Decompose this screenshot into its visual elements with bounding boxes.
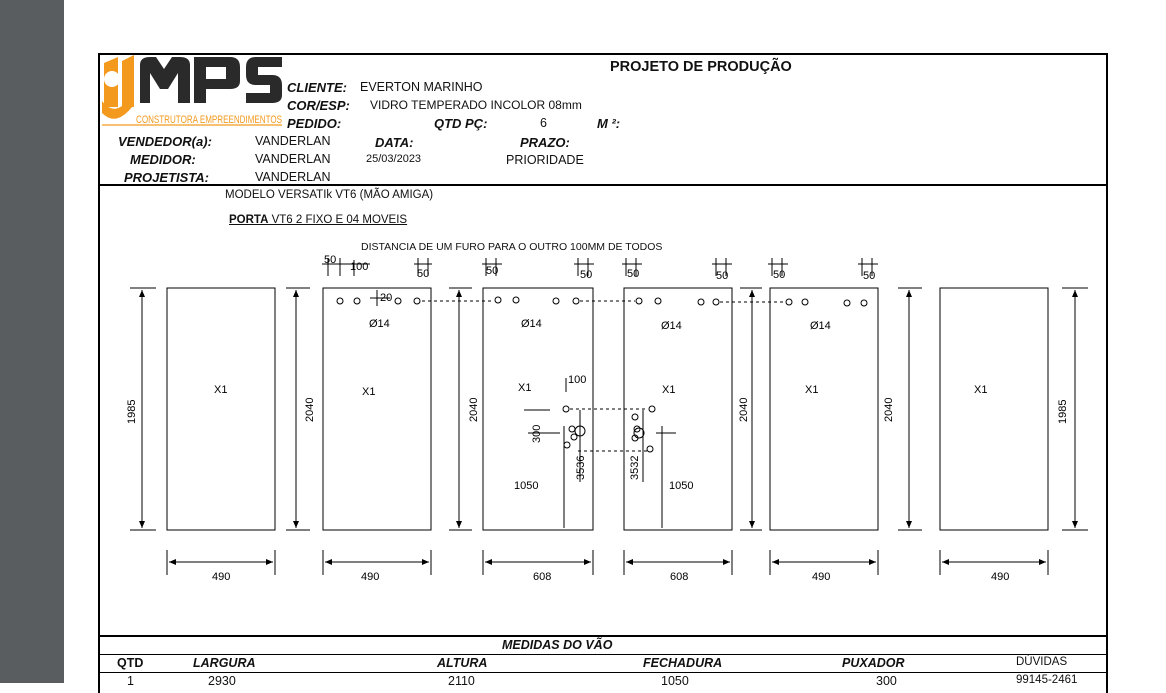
dim-3536: 3536 xyxy=(575,456,587,480)
panel-3 xyxy=(482,287,594,531)
panel-5 xyxy=(769,287,879,531)
dim-1050-b: 1050 xyxy=(669,480,693,492)
header-divider xyxy=(100,184,1106,186)
modelo-text: MODELO VERSATIk VT6 (MÃO AMIGA) xyxy=(225,189,434,201)
row-largura: 2930 xyxy=(208,674,236,688)
porta-rest: VT6 2 FIXO E 04 MOVEIS xyxy=(268,214,408,226)
hole-label-5: Ø14 xyxy=(810,320,831,332)
data-value: 25/03/2023 xyxy=(366,153,422,165)
dim-50-h: 50 xyxy=(863,270,875,282)
pedido-label: PEDIDO: xyxy=(287,116,342,131)
width-label-1: 490 xyxy=(212,571,230,583)
projetista-value: VANDERLAN xyxy=(255,170,331,184)
table-title-divider xyxy=(100,654,1106,655)
width-label-5: 490 xyxy=(812,571,830,583)
dim-50-b: 50 xyxy=(417,268,429,280)
cliente-value: EVERTON MARINHO xyxy=(360,80,483,94)
m2-label: M ²: xyxy=(597,116,621,131)
dim-50-f: 50 xyxy=(716,270,728,282)
dim-300: 300 xyxy=(531,425,543,443)
table-top-divider xyxy=(100,635,1106,637)
logo-subtext: CONSTRUTORA EMPREENDIMENTOS xyxy=(136,114,282,126)
row-fechadura: 1050 xyxy=(661,674,689,688)
technical-drawing: X1 X1 X1 X1 X1 X1 1985 2040 2040 2040 20… xyxy=(126,254,1088,583)
medidor-label: MEDIDOR: xyxy=(130,152,196,167)
holes-note: DISTANCIA DE UM FURO PARA O OUTRO 100MM … xyxy=(361,241,663,253)
height-label-6: 1985 xyxy=(1057,400,1069,424)
mps-logo: CONSTRUTORA EMPREENDIMENTOS xyxy=(102,55,282,126)
dim-100-b: 100 xyxy=(568,374,586,386)
row-duvidas: 99145-2461 xyxy=(1016,674,1078,686)
table-title: MEDIDAS DO VÃO xyxy=(502,638,613,652)
projetista-label: PROJETISTA: xyxy=(124,170,209,185)
vendedor-value: VANDERLAN xyxy=(255,134,331,148)
viewer-sidebar xyxy=(0,0,64,683)
medidor-value: VANDERLAN xyxy=(255,152,331,166)
panel-6 xyxy=(939,287,1049,531)
row-altura: 2110 xyxy=(448,674,475,688)
vendedor-label: VENDEDOR(a): xyxy=(118,134,212,149)
dim-50-d: 50 xyxy=(580,269,592,281)
dim-50-e: 50 xyxy=(627,268,639,280)
width-label-3: 608 xyxy=(533,571,551,583)
hole-label-3: Ø14 xyxy=(521,318,542,330)
header-altura: ALTURA xyxy=(437,656,488,670)
cor-value: VIDRO TEMPERADO INCOLOR 08mm xyxy=(370,98,582,112)
porta-bold: PORTA xyxy=(229,214,269,226)
panel-5-label: X1 xyxy=(805,384,818,396)
dim-50-a: 50 xyxy=(324,254,336,266)
header-largura: LARGURA xyxy=(193,656,256,670)
height-label-2: 2040 xyxy=(304,398,316,422)
dim-20: 20 xyxy=(380,292,392,304)
cor-label: COR/ESP: xyxy=(287,98,350,113)
data-label: DATA: xyxy=(375,135,414,150)
page-title: PROJETO DE PRODUÇÃO xyxy=(610,59,792,75)
panel-1 xyxy=(166,287,276,531)
width-label-2: 490 xyxy=(361,571,379,583)
panel-6-label: X1 xyxy=(974,384,987,396)
prazo-label: PRAZO: xyxy=(520,135,570,150)
qtd-label: QTD PÇ: xyxy=(434,116,488,131)
header-qtd: QTD xyxy=(117,656,144,670)
document-page: CONSTRUTORA EMPREENDIMENTOS PROJETO DE P… xyxy=(98,53,1108,693)
hole-label-2: Ø14 xyxy=(369,318,390,330)
header-fechadura: FECHADURA xyxy=(643,656,723,670)
height-label-1: 1985 xyxy=(126,400,138,424)
table-header-divider xyxy=(100,672,1106,673)
panel-2-label: X1 xyxy=(362,386,375,398)
panel-3-label: X1 xyxy=(518,382,531,394)
width-label-6: 490 xyxy=(991,571,1009,583)
header-duvidas: DÚVIDAS xyxy=(1016,656,1068,668)
dim-50-c: 50 xyxy=(486,265,498,277)
height-label-5: 2040 xyxy=(883,398,895,422)
dim-1050-a: 1050 xyxy=(514,480,538,492)
panel-4-label: X1 xyxy=(662,384,675,396)
row-puxador: 300 xyxy=(876,674,897,688)
height-label-4: 2040 xyxy=(738,398,750,422)
porta-text: PORTA VT6 2 FIXO E 04 MOVEIS xyxy=(229,214,407,226)
prazo-value: PRIORIDADE xyxy=(506,153,584,167)
dim-100-a: 100 xyxy=(350,261,368,273)
header-puxador: PUXADOR xyxy=(842,656,905,670)
hole-label-4: Ø14 xyxy=(661,320,682,332)
dim-3532: 3532 xyxy=(629,456,641,480)
height-label-3: 2040 xyxy=(468,398,480,422)
qtd-value: 6 xyxy=(540,116,547,130)
dim-50-g: 50 xyxy=(773,269,785,281)
panel-1-label: X1 xyxy=(214,384,227,396)
panel-2 xyxy=(322,287,432,531)
cliente-label: CLIENTE: xyxy=(287,80,347,95)
row-qtd: 1 xyxy=(127,674,134,688)
width-label-4: 608 xyxy=(670,571,688,583)
